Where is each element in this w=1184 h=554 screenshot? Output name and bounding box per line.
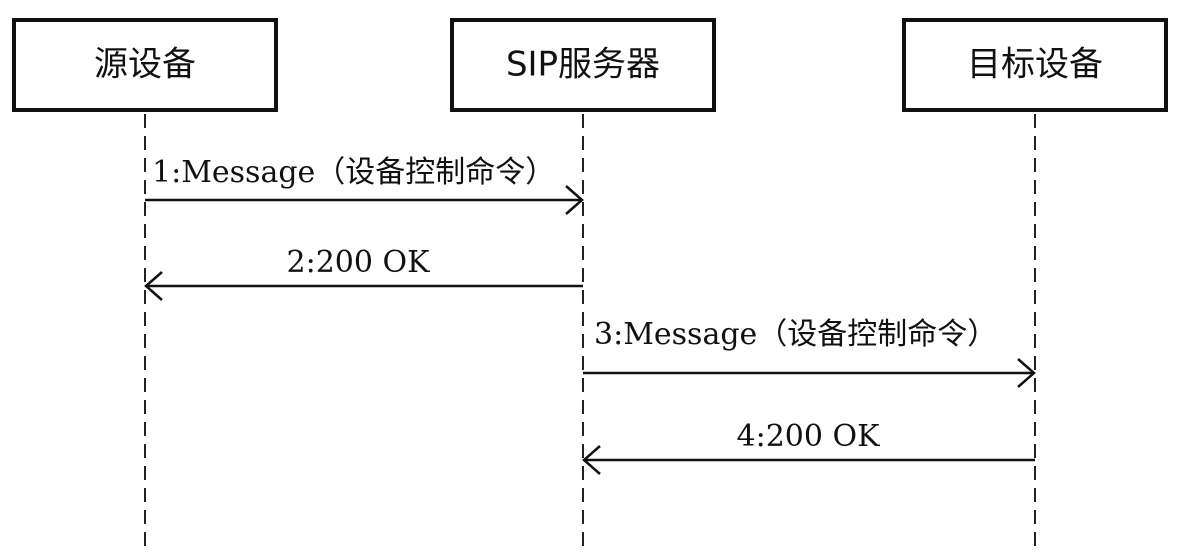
actor-target: 目标设备	[902, 18, 1168, 112]
message-1-arrow	[565, 185, 584, 215]
message-4-arrow	[582, 445, 601, 475]
message-2: 2:200 OK	[144, 245, 583, 301]
message-4-label: 4:200 OK	[737, 419, 881, 454]
message-3-arrow	[1017, 358, 1036, 388]
message-1-label: 1:Message（设备控制命令）	[152, 155, 555, 190]
message-3: 3:Message（设备控制命令）	[583, 317, 1036, 388]
actor-label-source: 源设备	[94, 45, 196, 85]
actor-source: 源设备	[12, 18, 278, 112]
actor-server: SIP服务器	[450, 18, 716, 112]
actor-box-target	[902, 18, 1168, 112]
actor-box-server	[450, 18, 716, 112]
message-2-label: 2:200 OK	[287, 245, 431, 280]
message-1: 1:Message（设备控制命令）	[145, 155, 584, 215]
message-2-arrow	[144, 271, 163, 301]
message-4: 4:200 OK	[582, 419, 1035, 475]
message-3-label: 3:Message（设备控制命令）	[594, 317, 997, 352]
actor-label-target: 目标设备	[967, 45, 1103, 85]
actor-label-server: SIP服务器	[506, 45, 660, 85]
actor-box-source	[12, 18, 278, 112]
